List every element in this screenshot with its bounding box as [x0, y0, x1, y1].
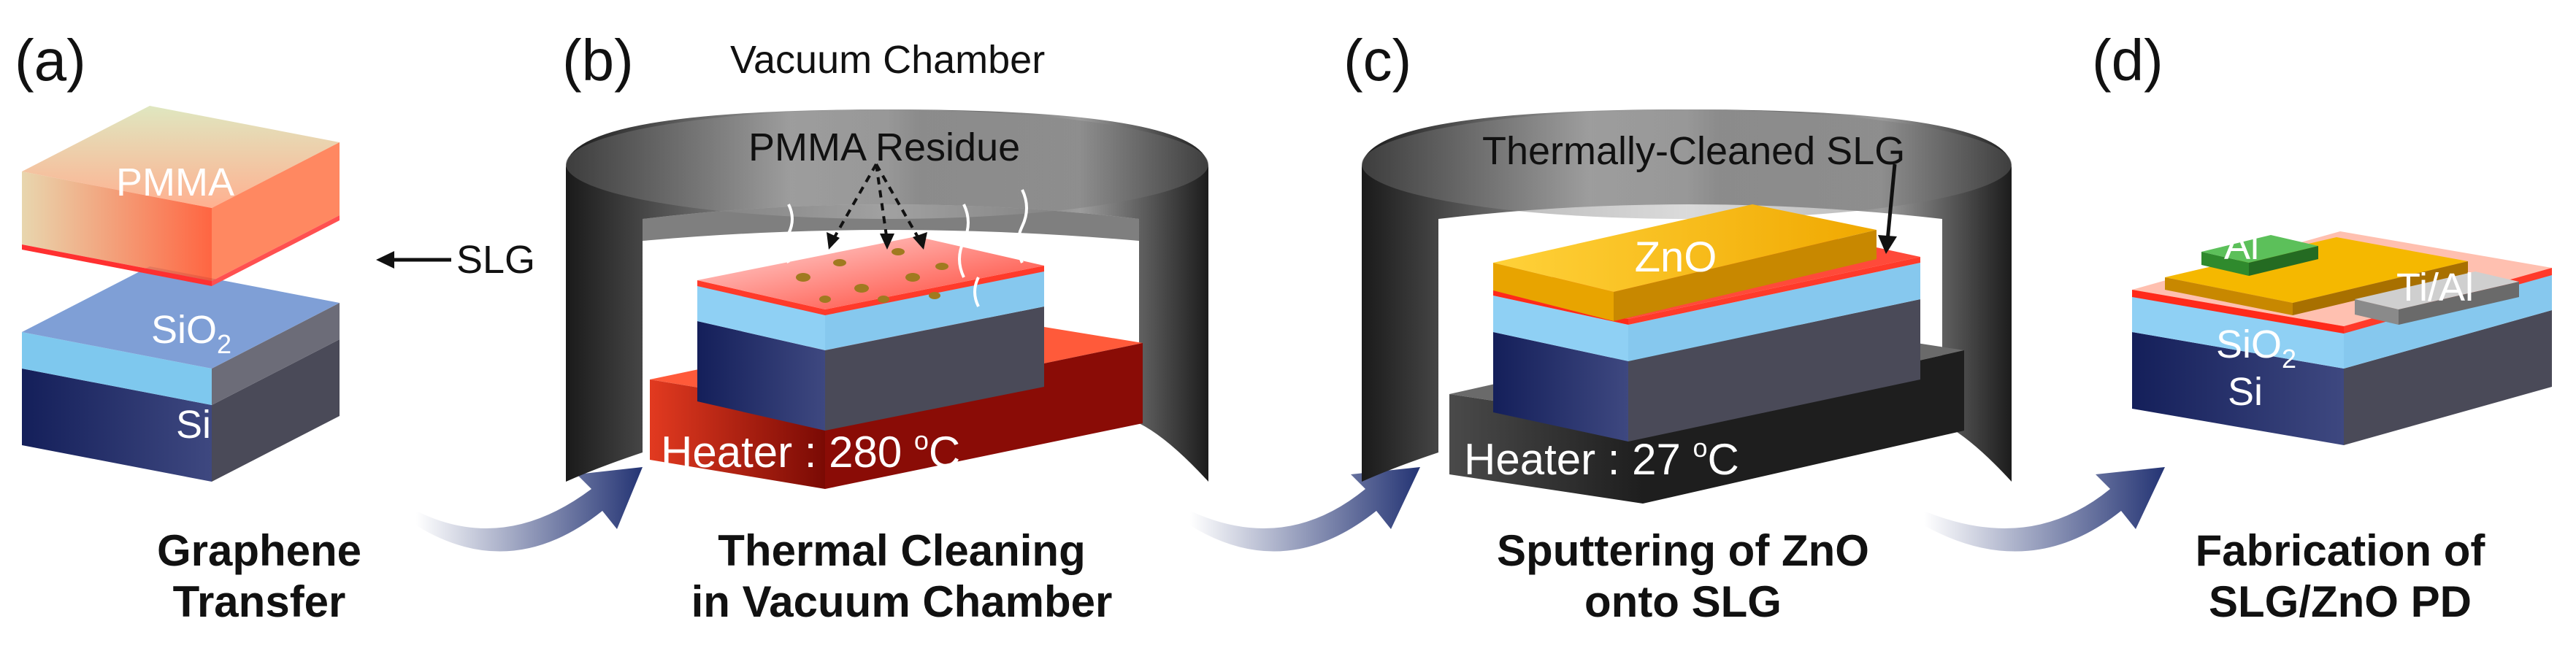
si-layer [22, 339, 340, 482]
zno-layer [1493, 204, 1877, 321]
caption-b-line2: in Vacuum Chamber [691, 577, 1113, 626]
panel-b-letter: (b) [562, 28, 634, 93]
slg-pointer-head [376, 251, 394, 269]
al-electrode [2201, 235, 2318, 276]
heater-c-label: Heater : 27 oC [1464, 433, 1739, 484]
residue-pointers [831, 163, 921, 242]
chamber-label: Vacuum Chamber [730, 38, 1045, 82]
caption-a-line1: Graphene [157, 526, 361, 575]
pmma-residue-particles [796, 248, 948, 303]
tial-electrode [2355, 271, 2519, 325]
pmma-layer [22, 106, 340, 286]
slg-label: SLG [456, 238, 535, 282]
zno-label: ZnO [1635, 234, 1717, 281]
panel-c: (c) Heater : 27 oC ZnO [1343, 28, 2012, 626]
cleaned-slg-label: Thermally-Cleaned SLG [1482, 129, 1905, 173]
residue-label: PMMA Residue [748, 126, 1020, 169]
panel-d: (d) Al Ti/Al SiO2 Si Fabri [2092, 28, 2552, 626]
panel-a-letter: (a) [15, 28, 86, 93]
panel-c-letter: (c) [1343, 28, 1411, 93]
residue-pointer-heads [827, 232, 927, 250]
panel-b: (b) Vacuum Chamber Heater : 280 oC [562, 28, 1208, 626]
wafer-stack-b [697, 236, 1044, 431]
sio2-label-d: SiO2 [2216, 323, 2296, 374]
vacuum-chamber [566, 109, 1208, 482]
sio2-label: SiO2 [151, 308, 231, 359]
cleaned-slg-pointer-head [1878, 235, 1897, 254]
flow-arrow-bc [1190, 467, 1420, 552]
tial-label: Ti/Al [2396, 266, 2474, 309]
si-label-d: Si [2228, 370, 2263, 414]
cleaned-slg-pointer [1885, 163, 1897, 242]
flow-arrow-cd [1924, 467, 2165, 552]
caption-d-line1: Fabrication of [2196, 526, 2486, 575]
caption-d-line2: SLG/ZnO PD [2209, 577, 2472, 626]
heater-b-label: Heater : 280 oC [661, 425, 960, 477]
vapor-lines [783, 189, 1028, 307]
caption-b-line1: Thermal Cleaning [718, 526, 1085, 575]
panel-a: (a) PMMA SiO2 Si SLG Graphene Transfer [15, 28, 535, 626]
si-label: Si [176, 403, 211, 447]
caption-c-line2: onto SLG [1584, 577, 1782, 626]
zno-film-d [2165, 237, 2468, 315]
caption-c-line1: Sputtering of ZnO [1497, 526, 1869, 575]
sio2-layer [22, 266, 340, 405]
flow-arrow-ab [416, 467, 643, 552]
panel-d-letter: (d) [2092, 28, 2163, 93]
pmma-label: PMMA [116, 161, 234, 204]
al-label: Al [2224, 224, 2259, 268]
vacuum-chamber-c [1362, 109, 2012, 482]
caption-a-line2: Transfer [173, 577, 346, 626]
